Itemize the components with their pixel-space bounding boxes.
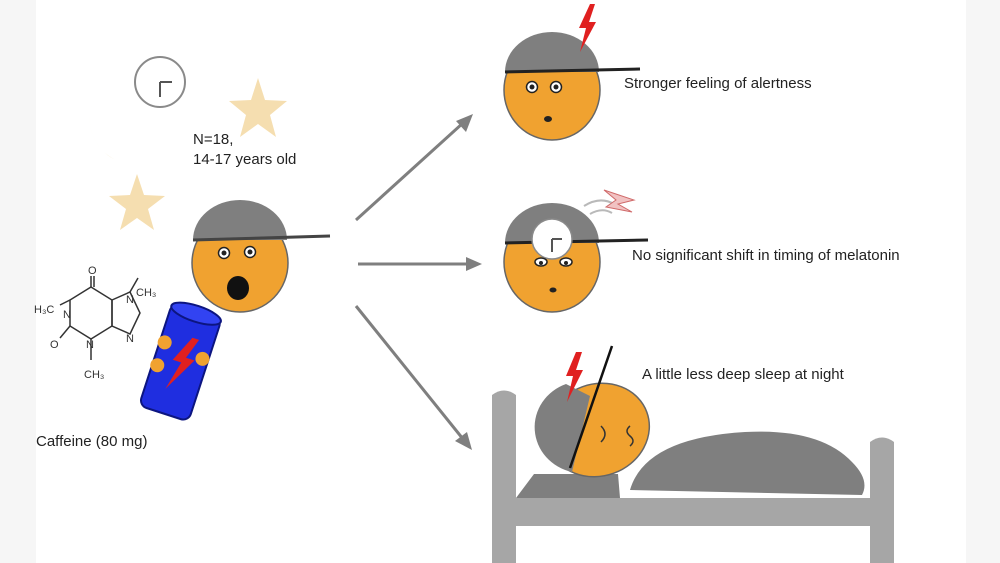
age-range-label: 14-17 years old: [193, 151, 297, 168]
molecule-n3: N: [86, 339, 94, 351]
outcome-sleep-label: A little less deep sleep at night: [642, 366, 844, 383]
energy-drink-can-icon: [139, 301, 222, 421]
participants-label: N=18,: [193, 131, 234, 148]
molecule-n9: N: [126, 333, 134, 345]
caffeine-label: Caffeine (80 mg): [36, 433, 148, 450]
lightning-bolt-icon: [579, 4, 596, 52]
molecule-n1: N: [63, 309, 71, 321]
outcome-alertness-label: Stronger feeling of alertness: [624, 75, 812, 92]
molecule-top-methyl: CH₃: [136, 287, 156, 299]
vibration-lines-icon: [583, 189, 636, 215]
molecule-o-left: O: [50, 339, 59, 351]
star-icon: [109, 174, 165, 230]
molecule-left-methyl: H₃C: [34, 304, 54, 316]
clock-icon: [134, 56, 186, 108]
lightning-bolt-icon: [566, 352, 583, 402]
molecule-o-top: O: [88, 265, 97, 277]
caffeine-molecule-icon: [59, 276, 141, 360]
bed-icon: [492, 390, 894, 563]
alert-person-icon: [503, 32, 641, 141]
outcome-melatonin-label: No significant shift in timing of melato…: [632, 247, 900, 264]
sleeping-person-icon: [534, 345, 651, 478]
person-drinking-icon: [191, 200, 331, 313]
molecule-n7: N: [126, 294, 134, 306]
arrow-icon: [354, 114, 482, 450]
star-icon: [229, 78, 287, 137]
melatonin-person-icon: [503, 203, 649, 313]
molecule-bottom-methyl: CH₃: [84, 369, 104, 381]
